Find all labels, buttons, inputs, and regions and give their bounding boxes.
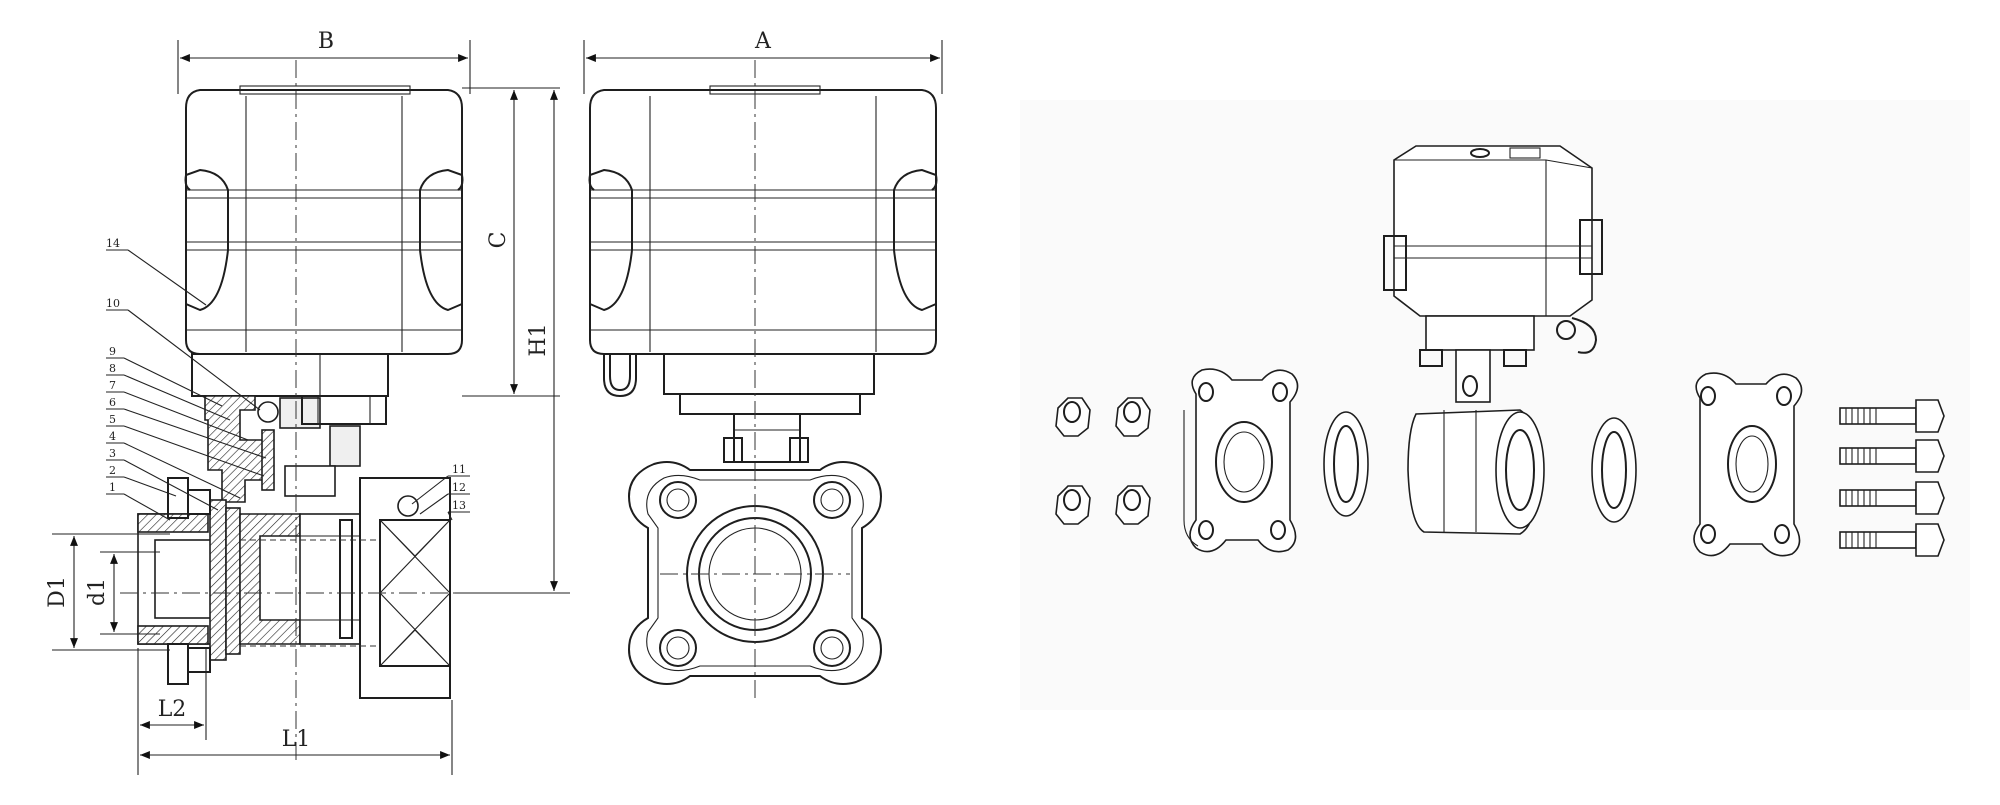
end-connector-right [1693,372,1803,557]
end-connector-left [1183,368,1299,553]
balloon-4: 4 [109,430,116,443]
dim-label-h1: H1 [526,323,551,356]
hex-nut [1055,397,1091,437]
dimension-labels: B A C H1 D1 d1 L2 L1 [45,29,772,752]
balloon-11: 11 [452,463,466,476]
bolt [1839,523,1945,557]
dim-label-c: C [486,232,511,249]
dim-label-l1: L1 [282,727,311,752]
dim-label-a: A [754,29,772,54]
hex-nut [1055,485,1091,525]
balloon-8: 8 [109,362,116,375]
dim-label-b: B [318,29,334,54]
balloon-14: 14 [106,237,120,250]
front-view [588,60,938,700]
dimension-lines [52,40,943,775]
actuator-valve-assembly [1383,145,1603,535]
bolt [1839,399,1945,433]
balloon-labels: 14 10 9 8 7 6 5 4 3 2 1 11 12 13 [106,237,466,512]
balloon-6: 6 [109,396,116,409]
dim-label-d1-inner: d1 [85,578,110,606]
balloon-13: 13 [452,499,466,512]
balloon-12: 12 [452,481,466,494]
hex-nut [1115,485,1151,525]
balloon-7: 7 [109,379,116,392]
balloon-10: 10 [106,297,120,310]
bolt [1839,439,1945,473]
part-callouts [106,249,470,521]
balloon-9: 9 [109,345,116,358]
balloon-3: 3 [109,447,116,460]
balloon-1: 1 [109,481,116,494]
dim-label-d1-outer: D1 [45,576,70,608]
exploded-isometric-view [1020,100,1970,710]
bolt [1839,481,1945,515]
gasket-left [1323,411,1369,517]
hex-nut [1115,397,1151,437]
balloon-5: 5 [109,413,116,426]
dim-label-l2: L2 [158,697,187,722]
side-section-view [120,60,470,760]
balloon-2: 2 [109,464,116,477]
gasket-right [1591,417,1637,523]
